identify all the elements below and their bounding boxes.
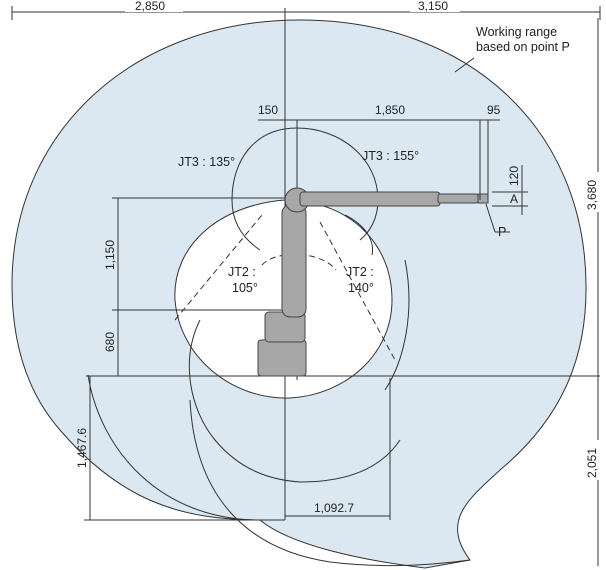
working-range-label-2: based on point P [476, 40, 570, 54]
dim-95: 95 [487, 103, 501, 117]
jt2-right-label-b: 140° [348, 281, 374, 295]
dim-1150: 1,150 [103, 240, 117, 270]
point-a-label: A [510, 192, 518, 206]
dim-3150: 3,150 [418, 0, 448, 13]
dim-150: 150 [258, 103, 278, 117]
jt2-dashed-arc [174, 214, 396, 361]
jt3-arc [231, 127, 379, 241]
lower-outer-boundary [87, 374, 471, 567]
jt2-left-label-a: JT2 : [228, 265, 256, 279]
jt3-arc-lower [231, 199, 261, 251]
dim-120: 120 [507, 166, 521, 186]
dim-2051: 2,051 [585, 448, 599, 478]
dim-3680: 3,680 [585, 180, 599, 210]
dim-1467: 1,467.6 [75, 428, 89, 468]
dim-680: 680 [103, 332, 117, 352]
dim-1092: 1,092.7 [314, 501, 354, 515]
jt3-left-label: JT3 : 135° [178, 155, 235, 169]
working-range-label-1: Working range [476, 25, 557, 39]
robot-arm [257, 187, 489, 377]
point-p-label: P [498, 225, 506, 239]
lower-loop-boundary [188, 319, 401, 483]
jt3-right-label: JT3 : 155° [362, 149, 419, 163]
jt2-left-label-b: 105° [232, 281, 258, 295]
dim-2850: 2,850 [135, 0, 165, 13]
jt2-right-label-a: JT2 : [346, 265, 374, 279]
dim-1850: 1,850 [375, 103, 405, 117]
